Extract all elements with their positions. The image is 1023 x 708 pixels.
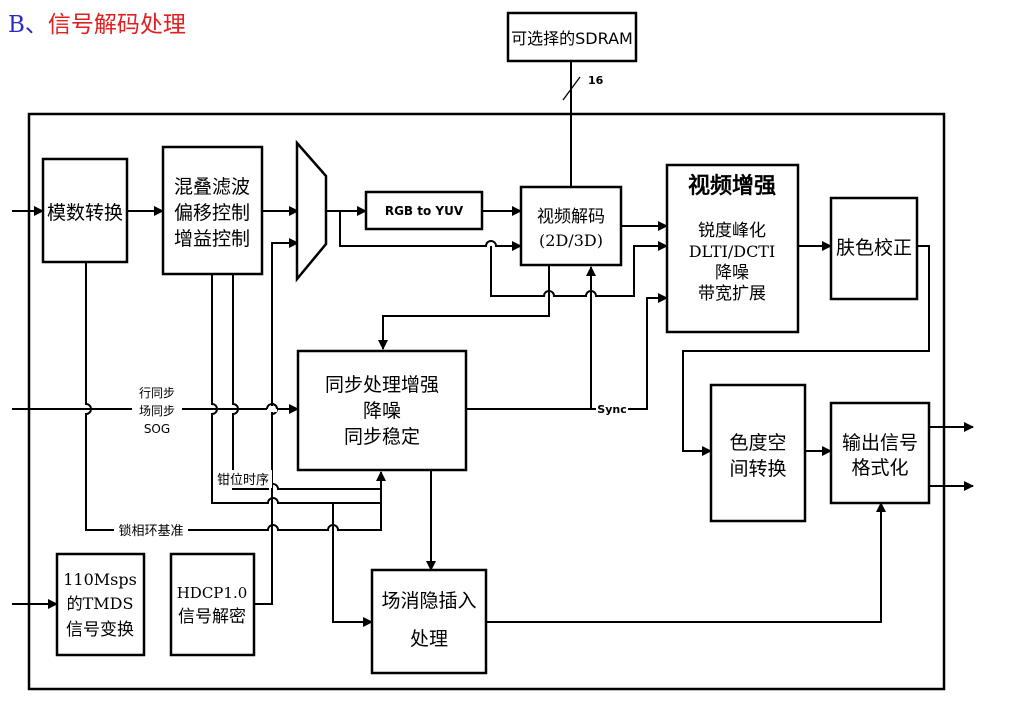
csc-block: 色度空 间转换 <box>709 383 807 523</box>
skin-label: 肤色校正 <box>836 237 912 259</box>
decoder-label-2: (2D/3D) <box>539 231 603 250</box>
hsync-label: 行同步 <box>139 386 175 400</box>
vbi-label-2: 处理 <box>410 628 448 650</box>
sync-out-label: Sync <box>597 403 626 416</box>
vbi-label-1: 场消隐插入 <box>381 590 476 612</box>
pll-label: 锁相环基准 <box>118 523 183 539</box>
enhance-line-1: 锐度峰化 <box>698 221 766 241</box>
filter-label-2: 偏移控制 <box>174 202 250 224</box>
sog-label: SOG <box>144 422 170 436</box>
sync-label-2: 降噪 <box>363 400 401 422</box>
adc-block: 模数转换 <box>41 157 129 264</box>
skin-block: 肤色校正 <box>829 196 919 301</box>
enhance-block: 视频增强 锐度峰化 DLTI/DCTI 降噪 带宽扩展 <box>665 163 800 334</box>
tmds-label-3: 信号变换 <box>66 620 134 640</box>
filter-block: 混叠滤波 偏移控制 增益控制 <box>161 145 264 276</box>
system-boundary <box>27 112 946 691</box>
sdram-block: 可选择的SDRAM <box>506 11 638 63</box>
filter-label-1: 混叠滤波 <box>174 176 250 198</box>
sync-block: 同步处理增强 降噪 同步稳定 <box>296 349 468 472</box>
csc-label-1: 色度空 <box>729 432 786 454</box>
output-format-block: 输出信号 格式化 <box>829 401 931 505</box>
tmds-label-2: 的TMDS <box>67 594 134 613</box>
sdram-bus-width: 16 <box>588 74 604 87</box>
tmds-label-1: 110Msps <box>63 570 137 589</box>
rgb-to-yuv-block: RGB to YUV <box>364 190 484 231</box>
enhance-title: 视频增强 <box>688 173 776 199</box>
clamp-label: 钳位时序 <box>217 473 269 488</box>
heading-prefix: B、 <box>8 12 48 38</box>
filter-label-3: 增益控制 <box>174 228 250 250</box>
decoder-block: 视频解码 (2D/3D) <box>519 185 623 267</box>
vbi-block: 场消隐插入 处理 <box>370 568 488 675</box>
outfmt-label-1: 输出信号 <box>842 432 918 454</box>
sync-label-1: 同步处理增强 <box>325 374 439 396</box>
sdram-label: 可选择的SDRAM <box>511 29 633 48</box>
rgb-to-yuv-label: RGB to YUV <box>385 204 464 218</box>
hdcp-block: HDCP1.0 信号解密 <box>169 552 256 657</box>
enhance-line-3: 降噪 <box>715 263 749 283</box>
hdcp-label-1: HDCP1.0 <box>177 584 248 602</box>
heading-text: 信号解码处理 <box>48 12 186 38</box>
decoder-label-1: 视频解码 <box>537 207 605 227</box>
enhance-line-4: 带宽扩展 <box>698 284 766 304</box>
adc-label: 模数转换 <box>47 202 123 224</box>
sync-label-3: 同步稳定 <box>344 426 420 448</box>
outfmt-label-2: 格式化 <box>851 457 908 479</box>
csc-label-2: 间转换 <box>729 458 786 480</box>
hdcp-label-2: 信号解密 <box>178 607 246 627</box>
page-heading: B、信号解码处理 <box>8 12 186 38</box>
vsync-label: 场同步 <box>139 404 175 418</box>
tmds-block: 110Msps 的TMDS 信号变换 <box>55 552 146 657</box>
connection-lines <box>12 206 974 627</box>
mux-block <box>295 139 328 283</box>
enhance-line-2: DLTI/DCTI <box>689 242 776 261</box>
